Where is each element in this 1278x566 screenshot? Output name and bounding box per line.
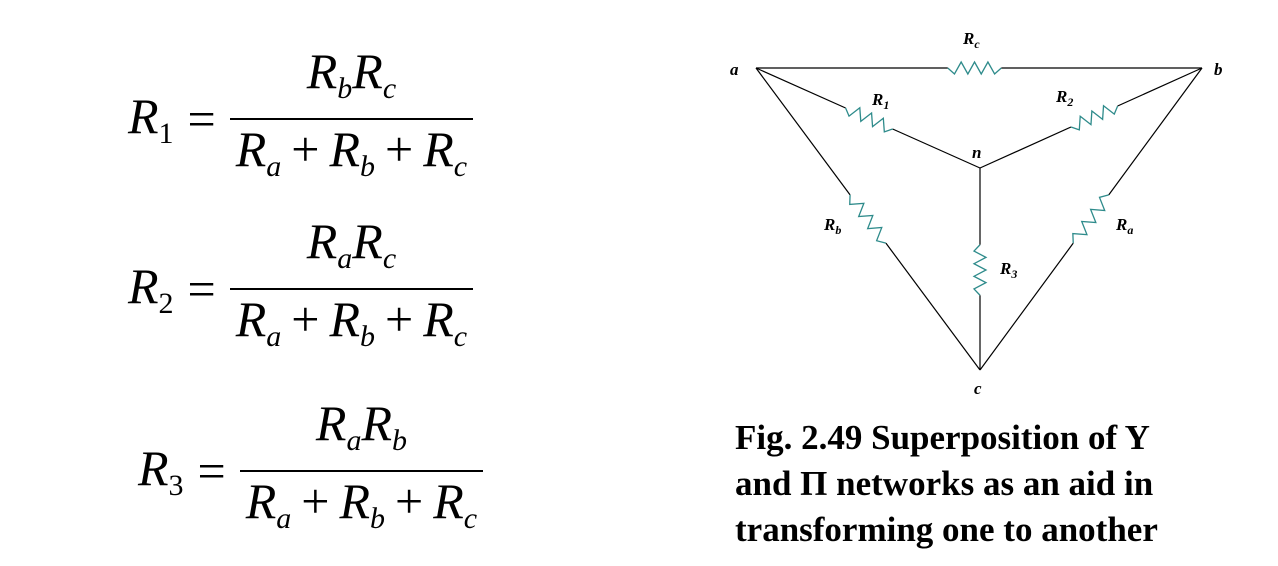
- eq-lhs: R2: [128, 258, 174, 320]
- rc-resistor: [947, 60, 1002, 76]
- eq-lhs: R3: [138, 440, 184, 502]
- rb-wire: [755, 67, 851, 196]
- label-rb: Rb: [823, 215, 841, 237]
- r1-wire: [892, 128, 981, 169]
- fraction: RbRc Ra+Rb+Rc: [229, 42, 474, 196]
- r2-wire: [979, 126, 1072, 169]
- wires: [755, 67, 1203, 371]
- r2-wire: [1117, 67, 1203, 107]
- rb-resistor: [849, 194, 887, 244]
- r1-wire: [755, 67, 846, 109]
- equals-sign: =: [197, 443, 226, 499]
- labels: a b c n Rc R1 R2 Rb Ra R3: [730, 29, 1223, 398]
- caption-line: and Π networks as an aid in: [735, 464, 1154, 503]
- label-r1: R1: [871, 90, 889, 112]
- equation-r3: R3 = RaRb Ra+Rb+Rc: [138, 394, 484, 548]
- r1-resistor: [845, 106, 893, 133]
- equals-sign: =: [187, 261, 216, 317]
- label-r3: R3: [999, 259, 1017, 281]
- equation-r2: R2 = RaRc Ra+Rb+Rc: [128, 212, 474, 366]
- fraction-bar: [229, 118, 474, 120]
- node-label-b: b: [1214, 60, 1223, 79]
- node-label-n: n: [972, 143, 981, 162]
- numerator: RaRb: [315, 395, 407, 457]
- ra-resistor: [1072, 194, 1109, 244]
- figure-caption: Fig. 2.49 Superposition of Y and Π netwo…: [735, 415, 1158, 553]
- equals-sign: =: [187, 91, 216, 147]
- caption-line: Fig. 2.49 Superposition of Y: [735, 418, 1150, 457]
- denominator: Ra+Rb+Rc: [235, 121, 468, 183]
- label-ra: Ra: [1115, 215, 1133, 237]
- numerator: RbRc: [306, 43, 397, 105]
- fraction-bar: [239, 470, 484, 472]
- ra-wire: [1108, 67, 1203, 196]
- fraction: RaRb Ra+Rb+Rc: [239, 394, 484, 548]
- eq-lhs: R1: [128, 88, 174, 150]
- label-r2: R2: [1055, 87, 1073, 109]
- fraction: RaRc Ra+Rb+Rc: [229, 212, 474, 366]
- equation-r1: R1 = RbRc Ra+Rb+Rc: [128, 42, 474, 196]
- r3-resistor: [972, 244, 988, 296]
- ra-wire: [979, 242, 1074, 371]
- rb-wire: [885, 242, 981, 371]
- denominator: Ra+Rb+Rc: [245, 473, 478, 535]
- denominator: Ra+Rb+Rc: [235, 291, 468, 353]
- resistors: [845, 60, 1119, 296]
- r2-resistor: [1070, 104, 1119, 131]
- numerator: RaRc: [306, 213, 397, 275]
- caption-line: transforming one to another: [735, 510, 1158, 549]
- node-label-c: c: [974, 379, 982, 398]
- fraction-bar: [229, 288, 474, 290]
- node-label-a: a: [730, 60, 739, 79]
- label-rc: Rc: [962, 29, 980, 51]
